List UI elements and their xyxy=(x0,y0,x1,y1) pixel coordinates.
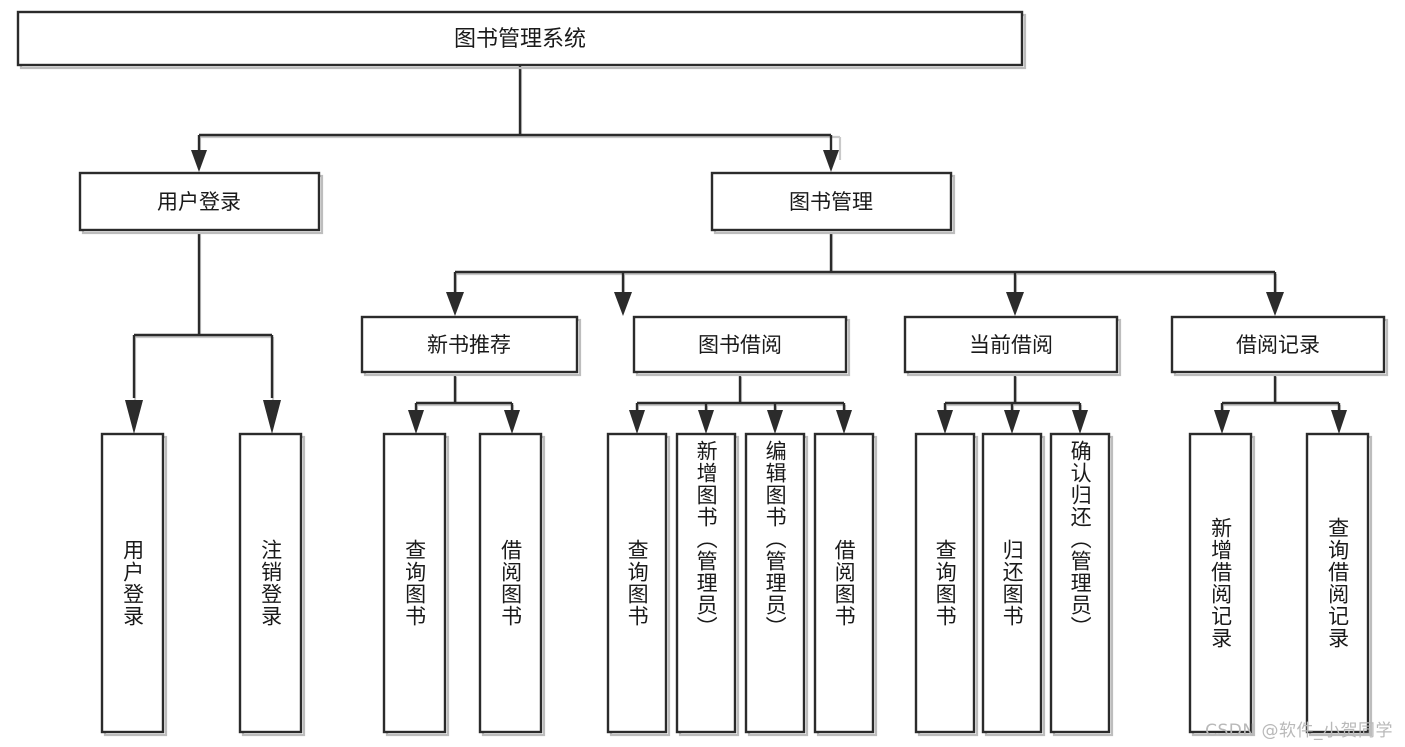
arrow-head-icon xyxy=(125,400,143,434)
node-current-borrow[interactable]: 当前借阅 xyxy=(903,315,1122,377)
arrow-head-icon xyxy=(629,410,645,434)
node-leaf-edit-book[interactable] xyxy=(744,432,809,737)
node-new-book-rec[interactable]: 新书推荐 xyxy=(360,315,582,377)
node-book-manage[interactable]: 图书管理 xyxy=(710,171,956,235)
arrow-head-icon xyxy=(823,150,839,172)
edge-bookborrow-to-leaves xyxy=(629,375,852,434)
connector-layer xyxy=(125,66,1347,434)
arrow-head-icon xyxy=(1072,410,1088,434)
node-leaf-borrow-book-1[interactable] xyxy=(478,432,546,737)
node-leaf-user-login[interactable] xyxy=(100,432,168,737)
node-leaf-logout[interactable] xyxy=(238,432,306,737)
node-root-label: 图书管理系统 xyxy=(454,27,586,52)
edge-bookmanage-to-level3 xyxy=(446,232,1284,316)
arrow-head-icon xyxy=(1214,410,1230,434)
arrow-head-icon xyxy=(263,400,281,434)
node-leaf-add-record[interactable] xyxy=(1188,432,1256,737)
node-borrow-record[interactable]: 借阅记录 xyxy=(1170,315,1389,377)
arrow-head-icon xyxy=(1006,292,1024,316)
node-leaf-return-book[interactable] xyxy=(981,432,1046,737)
arrow-head-icon xyxy=(937,410,953,434)
arrow-head-icon xyxy=(698,410,714,434)
node-user-login-label: 用户登录 xyxy=(157,190,241,214)
arrow-head-icon xyxy=(1266,292,1284,316)
node-leaf-borrow-book-2[interactable] xyxy=(813,432,878,737)
arrow-head-icon xyxy=(504,410,520,434)
node-leaf-query-record[interactable] xyxy=(1305,432,1373,737)
node-leaf-add-book[interactable] xyxy=(675,432,740,737)
edge-currentborrow-to-leaves xyxy=(937,375,1088,434)
node-new-book-rec-label: 新书推荐 xyxy=(427,333,511,357)
node-current-borrow-label: 当前借阅 xyxy=(969,333,1053,357)
node-root[interactable]: 图书管理系统 xyxy=(16,10,1027,70)
arrow-head-icon xyxy=(767,410,783,434)
arrow-head-icon xyxy=(408,410,424,434)
node-leaf-query-book-2[interactable] xyxy=(606,432,671,737)
node-leaf-confirm-return[interactable] xyxy=(1049,432,1114,737)
node-leaf-query-book-1[interactable] xyxy=(382,432,450,737)
node-borrow-record-label: 借阅记录 xyxy=(1236,333,1320,357)
edge-root-to-level2 xyxy=(191,66,842,172)
edge-userlogin-to-leaves xyxy=(125,232,281,434)
arrow-head-icon xyxy=(836,410,852,434)
arrow-head-icon xyxy=(1331,410,1347,434)
arrow-head-icon xyxy=(446,292,464,316)
node-leaf-query-book-3[interactable] xyxy=(914,432,979,737)
leaf-box-layer xyxy=(100,432,1373,737)
edge-borrowrecord-to-leaves xyxy=(1214,375,1347,434)
node-book-manage-label: 图书管理 xyxy=(789,190,873,214)
edge-newbook-to-leaves xyxy=(408,375,520,434)
node-book-borrow[interactable]: 图书借阅 xyxy=(632,315,851,377)
arrow-head-icon xyxy=(191,150,207,172)
node-user-login[interactable]: 用户登录 xyxy=(78,171,324,235)
arrow-head-icon xyxy=(614,292,632,316)
node-book-borrow-label: 图书借阅 xyxy=(698,333,782,357)
arrow-head-icon xyxy=(1004,410,1020,434)
